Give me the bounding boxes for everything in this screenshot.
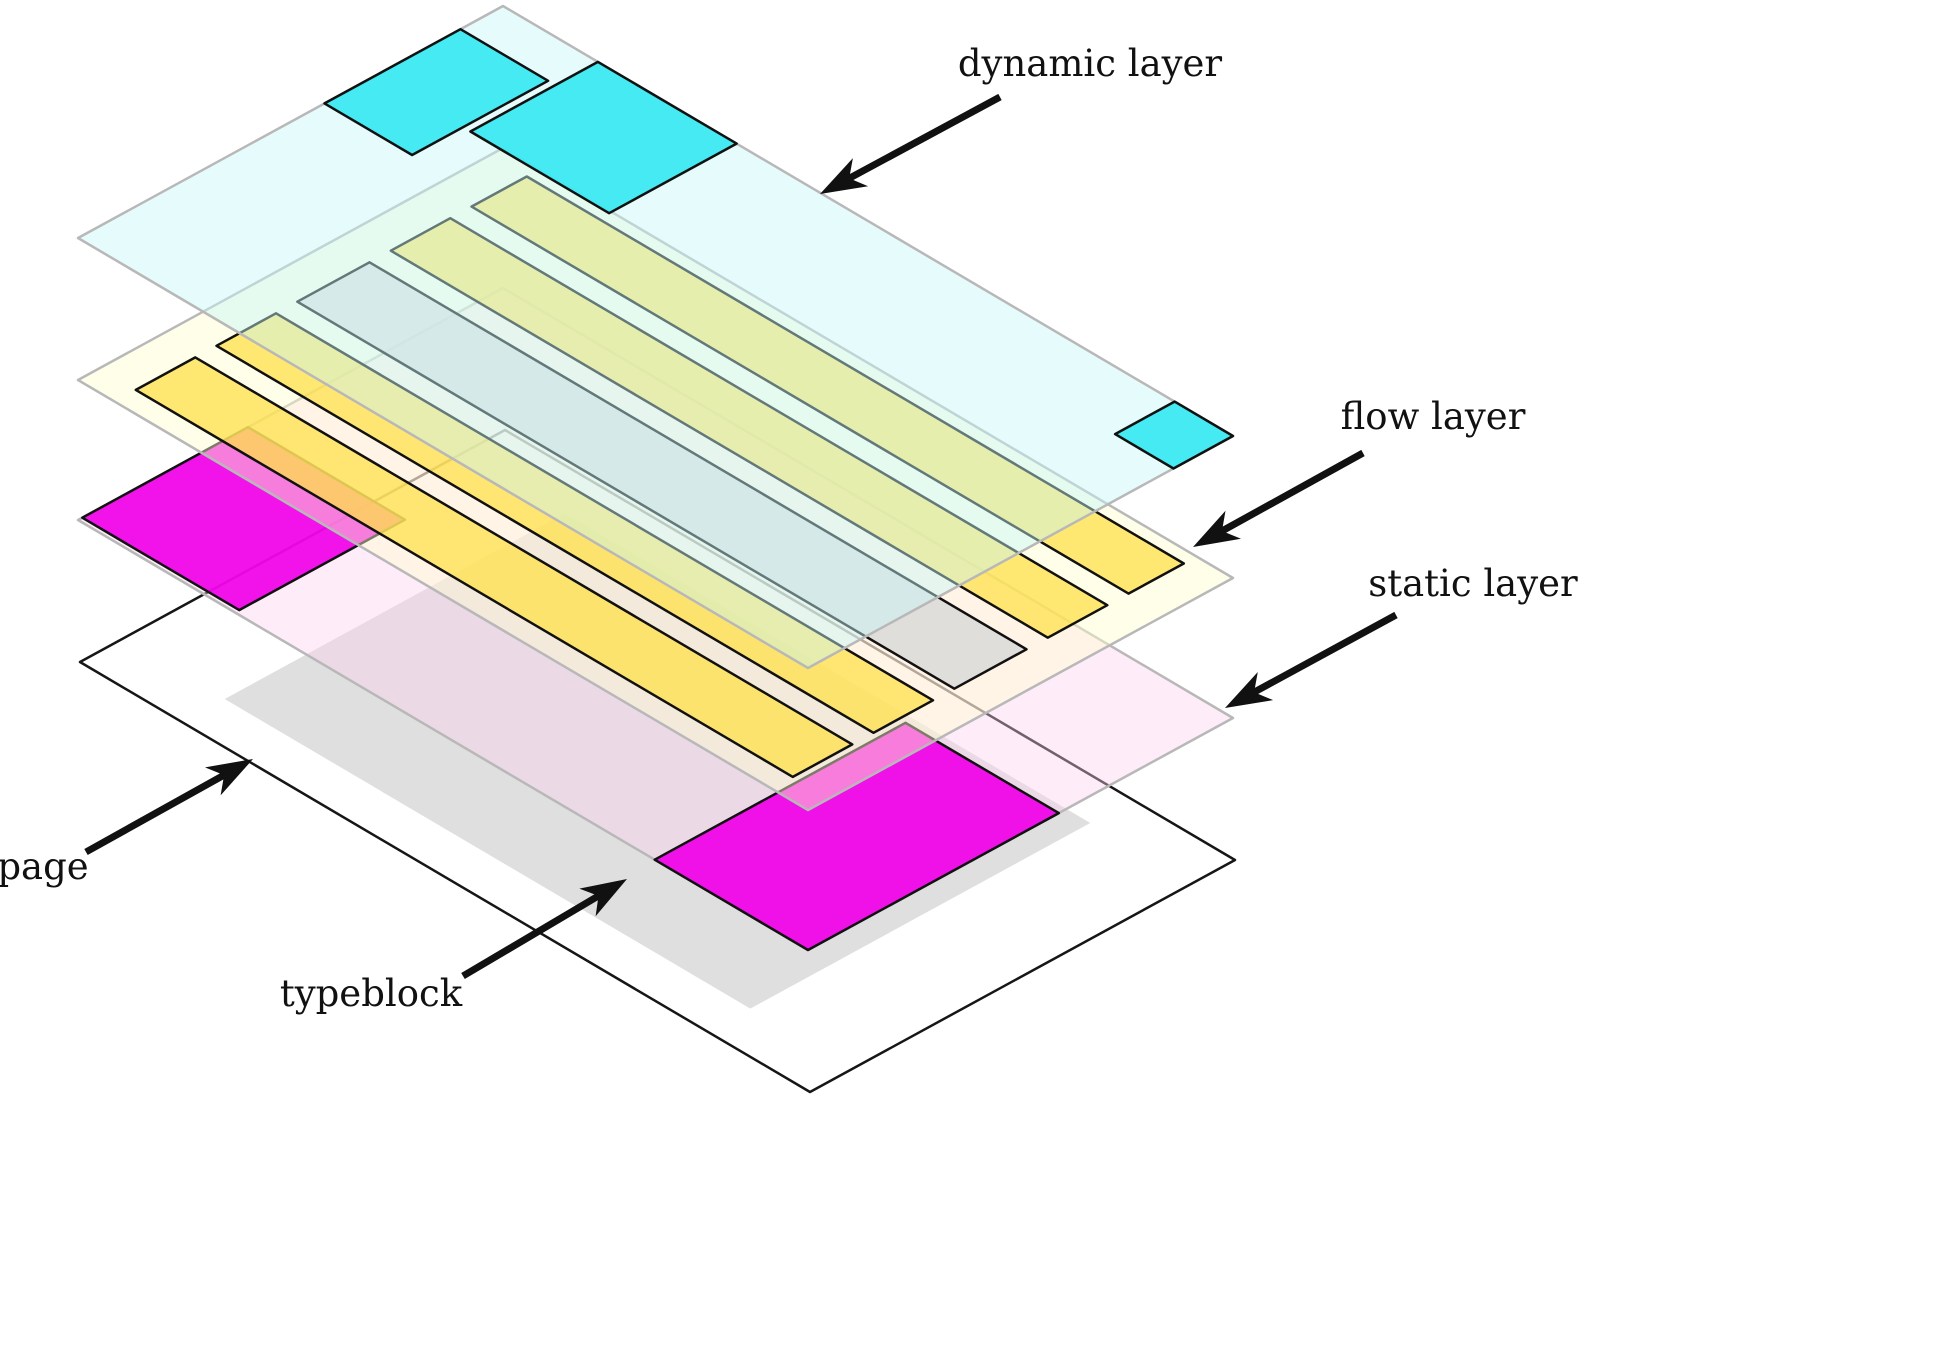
dynamic-frame-top-a bbox=[323, 27, 550, 157]
flow-frame-2 bbox=[215, 312, 935, 735]
page-label: page bbox=[0, 845, 89, 888]
flow-frame-5 bbox=[470, 175, 1186, 595]
typeblock-label-arrowhead bbox=[579, 879, 627, 917]
dynamic-layer-label: dynamic layer bbox=[958, 42, 1223, 85]
dynamic-layer-label-arrow-shaft bbox=[847, 93, 1002, 182]
labels-group: dynamic layer flow layer static layer pa… bbox=[0, 42, 1578, 1015]
static-frame-bottom-right bbox=[653, 721, 1061, 952]
arrows-group bbox=[84, 93, 1398, 980]
page-label-arrow-shaft bbox=[84, 772, 226, 856]
page-label-arrowhead bbox=[205, 759, 253, 796]
typeblock-label-arrow-shaft bbox=[461, 892, 601, 980]
flow-layer-label-arrow-shaft bbox=[1220, 449, 1365, 535]
dynamic-layer-label-arrowhead bbox=[820, 158, 869, 194]
flow-frame-4 bbox=[389, 216, 1109, 639]
flow-frame-3 bbox=[296, 261, 1028, 690]
static-layer-label-arrowhead bbox=[1225, 672, 1274, 708]
static-layer-label: static layer bbox=[1368, 562, 1578, 605]
sheets-group bbox=[76, 4, 1237, 1094]
flow-frame-1 bbox=[134, 356, 854, 779]
typeblock-label: typeblock bbox=[280, 972, 463, 1015]
dynamic-frame-top-b bbox=[469, 60, 738, 215]
flow-layer-label: flow layer bbox=[1341, 395, 1526, 438]
flow-layer-label-arrowhead bbox=[1193, 510, 1241, 547]
dynamic-frame-corner bbox=[1113, 400, 1235, 470]
static-layer-label-arrow-shaft bbox=[1252, 611, 1398, 696]
